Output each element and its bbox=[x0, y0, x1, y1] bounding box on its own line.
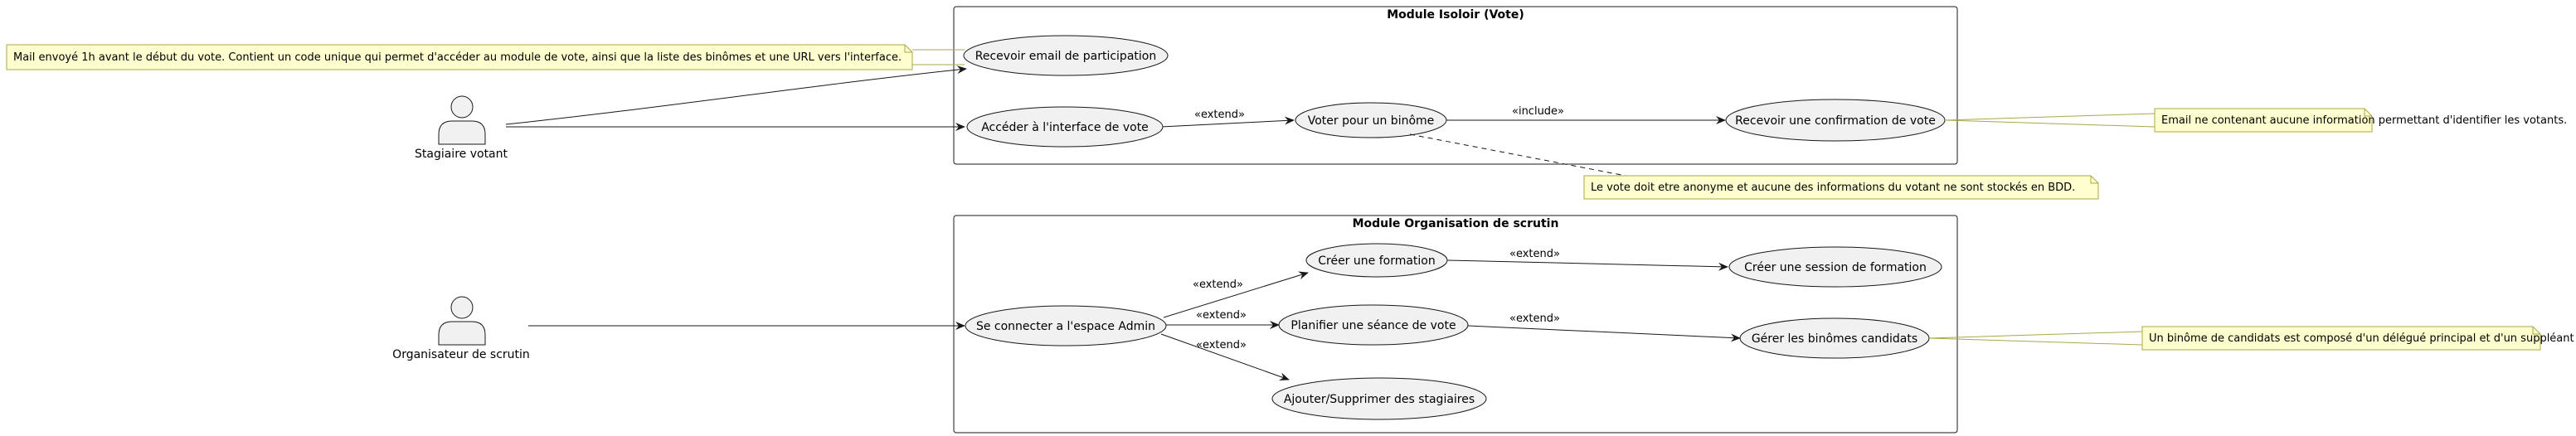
note-link bbox=[1409, 133, 1626, 177]
usecase-creer-formation[interactable]: Créer une formation bbox=[1305, 243, 1448, 278]
usecase-voter-binome[interactable]: Voter pour un binôme bbox=[1295, 102, 1447, 138]
note-text: Email ne contenant aucune information pe… bbox=[2161, 114, 2567, 127]
usecase-label: Accéder à l'interface de vote bbox=[981, 121, 1149, 134]
usecase-gerer-binomes[interactable]: Gérer les binômes candidats bbox=[1739, 317, 1930, 359]
usecase-recevoir-confirmation[interactable]: Recevoir une confirmation de vote bbox=[1725, 99, 1946, 142]
usecase-planifier-seance[interactable]: Planifier une séance de vote bbox=[1278, 304, 1469, 346]
note-link bbox=[1928, 331, 2143, 339]
extend-line bbox=[1160, 116, 1295, 128]
usecase-label: Planifier une séance de vote bbox=[1290, 319, 1456, 332]
usecase-label: Créer une formation bbox=[1318, 254, 1436, 268]
usecase-label: Créer une session de formation bbox=[1744, 261, 1927, 274]
package-organisation-title: Module Organisation de scrutin bbox=[1353, 217, 1559, 230]
extend-line bbox=[1160, 333, 1290, 381]
note-link bbox=[1944, 113, 2156, 121]
note-links bbox=[912, 49, 2156, 346]
usecase-ajouter-stagiaires[interactable]: Ajouter/Supprimer des stagiaires bbox=[1271, 377, 1487, 420]
actor-icon bbox=[438, 95, 486, 145]
usecase-label: Recevoir une confirmation de vote bbox=[1735, 114, 1936, 128]
relation-label-extend: «extend» bbox=[1509, 312, 1560, 325]
association-line bbox=[505, 65, 967, 125]
actor-icon bbox=[438, 296, 486, 346]
relation-label-extend: «extend» bbox=[1509, 248, 1560, 260]
usecase-acceder-interface[interactable]: Accéder à l'interface de vote bbox=[966, 106, 1164, 148]
package-isoloir-title: Module Isoloir (Vote) bbox=[1387, 8, 1524, 22]
usecase-label: Gérer les binômes candidats bbox=[1752, 332, 1917, 346]
connectors bbox=[505, 65, 1741, 381]
package-isoloir: Module Isoloir (Vote) bbox=[953, 6, 1958, 165]
usecase-connecter-admin[interactable]: Se connecter a l'espace Admin bbox=[965, 305, 1167, 346]
usecase-label: Se connecter a l'espace Admin bbox=[976, 320, 1155, 333]
actor-organisateur[interactable]: Organisateur de scrutin bbox=[392, 296, 530, 361]
relation-label-extend: «extend» bbox=[1196, 309, 1247, 322]
actor-organisateur-label: Organisateur de scrutin bbox=[392, 348, 530, 361]
note-mail: Mail envoyé 1h avant le début du vote. C… bbox=[6, 44, 913, 70]
note-binome: Un binôme de candidats est composé d'un … bbox=[2141, 326, 2574, 351]
relation-label-extend: «extend» bbox=[1194, 109, 1245, 121]
extend-line bbox=[1163, 271, 1309, 318]
extend-line bbox=[1467, 325, 1741, 342]
package-organisation: Module Organisation de scrutin bbox=[953, 215, 1958, 434]
usecase-label: Recevoir email de participation bbox=[975, 50, 1156, 63]
note-confirmation: Email ne contenant aucune information pe… bbox=[2154, 108, 2567, 133]
note-link bbox=[1944, 119, 2156, 128]
actor-stagiaire-label: Stagiaire votant bbox=[415, 148, 508, 161]
usecase-label: Ajouter/Supprimer des stagiaires bbox=[1284, 393, 1475, 406]
note-text: Le vote doit etre anonyme et aucune des … bbox=[1591, 182, 2075, 194]
extend-line bbox=[1446, 259, 1728, 271]
note-link bbox=[1928, 337, 2143, 346]
note-text: Mail envoyé 1h avant le début du vote. C… bbox=[13, 51, 902, 64]
relation-label-extend: «extend» bbox=[1196, 339, 1247, 351]
usecase-creer-session[interactable]: Créer une session de formation bbox=[1728, 246, 1942, 288]
relation-label-extend: «extend» bbox=[1193, 279, 1243, 291]
usecase-label: Voter pour un binôme bbox=[1308, 114, 1435, 128]
relation-label-include: «include» bbox=[1512, 105, 1564, 118]
note-text: Un binôme de candidats est composé d'un … bbox=[2149, 332, 2574, 345]
actor-stagiaire[interactable]: Stagiaire votant bbox=[415, 95, 508, 161]
usecase-recevoir-email[interactable]: Recevoir email de participation bbox=[963, 35, 1169, 76]
note-anonymat: Le vote doit etre anonyme et aucune des … bbox=[1583, 175, 2099, 200]
